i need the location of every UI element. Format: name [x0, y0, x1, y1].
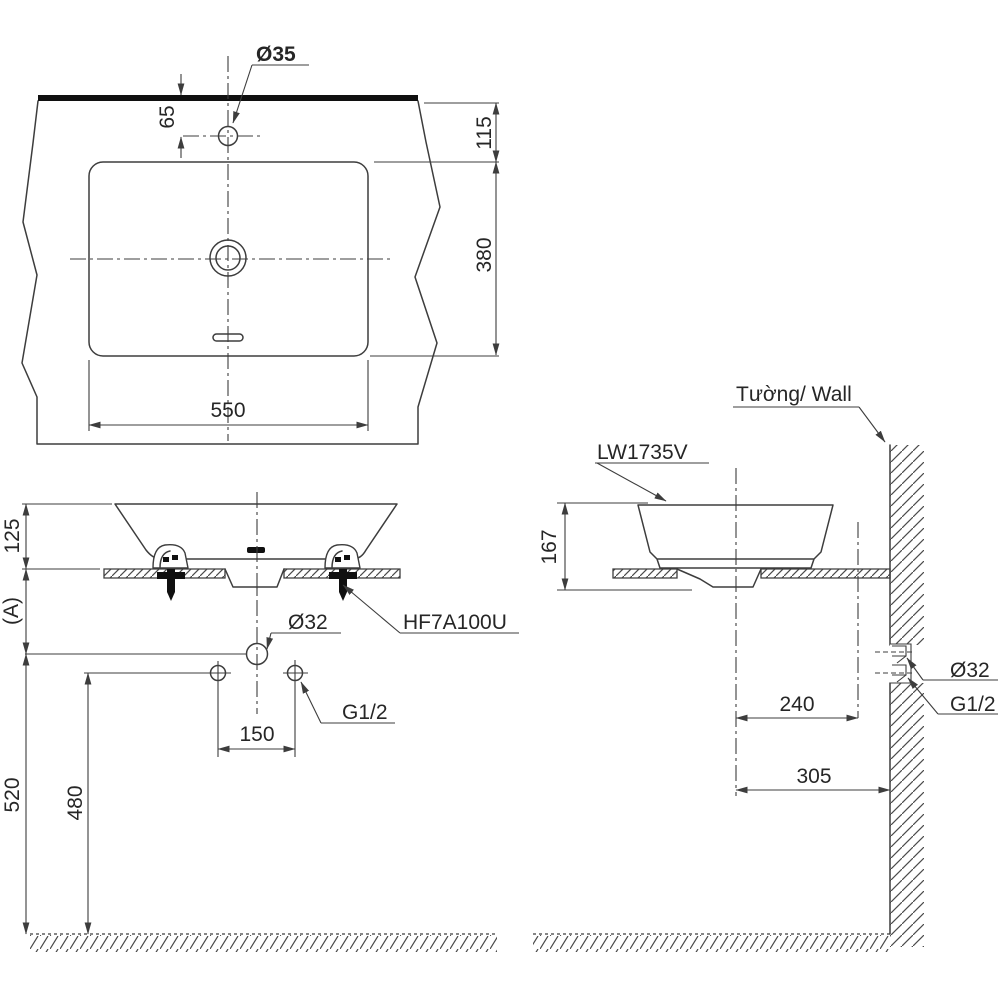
faucet-hole-label: Ø35 [256, 43, 296, 66]
drain-diameter-label: Ø32 [288, 611, 328, 634]
dim-A-label: (A) [0, 597, 23, 625]
wall-hatch-upper [890, 445, 924, 645]
dim-550-label: 550 [210, 399, 245, 422]
drain-hole-circle [245, 642, 269, 666]
wall-label: Tường/ Wall [736, 383, 852, 406]
wall-hatch-lower [890, 683, 924, 947]
basin-recess [676, 568, 762, 588]
dim-125-label: 125 [1, 518, 24, 553]
dim-150-label: 150 [239, 723, 274, 746]
mounting-clamp-right [324, 543, 361, 601]
faucet-label-leader [232, 64, 253, 124]
dim-167-label: 167 [538, 529, 561, 564]
drain-label-leader [266, 632, 274, 650]
wall-outlet-drain-stub [892, 645, 907, 664]
mounting-clamp-left [152, 543, 189, 601]
floor-hatch [533, 935, 890, 952]
front-view: 125 (A) 520 480 150 Ø32 HF7A100U G1/2 [0, 492, 519, 952]
outlet-drain-label: Ø32 [950, 659, 990, 682]
dim-305-label: 305 [796, 765, 831, 788]
dim-520-label: 520 [1, 777, 24, 812]
plan-view: 65 115 380 550 Ø35 [21, 43, 500, 445]
dim-240-label: 240 [779, 693, 814, 716]
bracket-label-leader [342, 584, 401, 634]
outlet-supply-label: G1/2 [950, 693, 996, 716]
drain-inner-circle [215, 245, 241, 271]
drain-outer-circle [209, 239, 247, 277]
wall-outlet-supply-stub [892, 664, 907, 683]
overflow-slot [212, 333, 244, 342]
bracket-model-label: HF7A100U [403, 611, 507, 634]
wall-label-leader [858, 406, 886, 443]
overflow-mark [247, 547, 265, 553]
supply-thread-label: G1/2 [342, 701, 388, 724]
dim-480-label: 480 [64, 785, 87, 820]
dim-65-label: 65 [156, 105, 179, 128]
side-view: 167 240 305 LW1735V Tường/ Wall Ø32 G1/2 [533, 383, 998, 952]
dim-115-label: 115 [473, 116, 496, 149]
counter-break-border [21, 100, 441, 445]
outlet-supply-leader [907, 677, 939, 715]
basin-recess [224, 568, 285, 588]
model-label-leader [596, 462, 667, 502]
supply-label-leader [300, 681, 322, 724]
model-label: LW1735V [597, 441, 688, 464]
faucet-hole-circle [217, 125, 239, 147]
dim-380-label: 380 [473, 237, 496, 272]
counter-slab-right [760, 568, 891, 579]
wall-notch [890, 644, 911, 683]
counter-slab-left [612, 568, 678, 579]
floor-hatch [30, 935, 497, 952]
outlet-drain-leader [906, 657, 924, 681]
